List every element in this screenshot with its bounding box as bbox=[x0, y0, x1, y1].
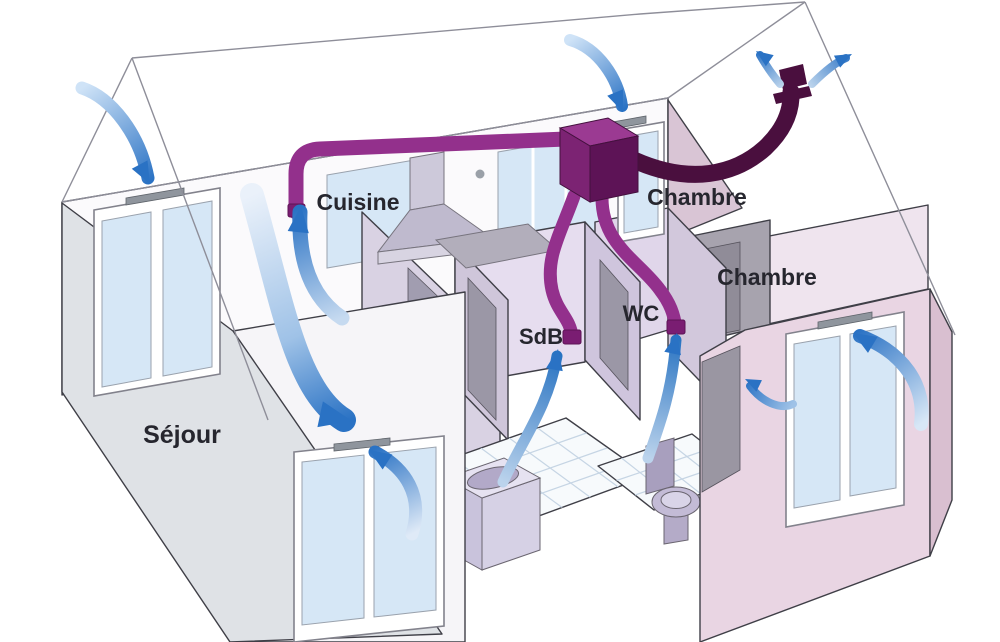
duct-wc bbox=[595, 191, 683, 335]
extract-arrow-wc bbox=[642, 334, 682, 464]
air-inlet-vent bbox=[333, 437, 391, 452]
label-sdb: SdB bbox=[519, 324, 563, 349]
wc-door bbox=[599, 258, 629, 392]
air-inlet-vent bbox=[817, 311, 873, 330]
window-livingroom-front bbox=[293, 435, 445, 642]
window-front-bedroom bbox=[785, 311, 905, 528]
duct-bathroom bbox=[543, 189, 581, 343]
vmc-junction-box bbox=[558, 117, 640, 203]
bathroom-door bbox=[467, 276, 497, 422]
bedroom-front-door bbox=[701, 345, 741, 493]
window-livingroom-gable bbox=[93, 187, 221, 397]
airflow-arrows bbox=[75, 34, 929, 541]
fresh-air-arrow-gable-window bbox=[75, 81, 155, 185]
wall-vent-glyph bbox=[475, 169, 485, 179]
label-cuisine: Cuisine bbox=[316, 189, 399, 215]
label-chambre-back: Chambre bbox=[647, 184, 747, 210]
right-gable-wall bbox=[929, 288, 953, 557]
transfer-arrow-bedroom-door bbox=[746, 382, 797, 410]
duct-exhaust-main bbox=[625, 83, 800, 183]
roof-exhaust-cap bbox=[773, 64, 812, 104]
label-wc: WC bbox=[623, 301, 660, 326]
duct-kitchen bbox=[288, 131, 574, 220]
label-chambre-front: Chambre bbox=[717, 264, 817, 290]
label-sejour: Séjour bbox=[143, 421, 221, 449]
kitchen-hood bbox=[376, 151, 560, 269]
extract-arrow-bathroom bbox=[497, 350, 563, 488]
wc-extract-vent bbox=[666, 319, 686, 335]
bathroom-extract-vent bbox=[562, 329, 582, 345]
